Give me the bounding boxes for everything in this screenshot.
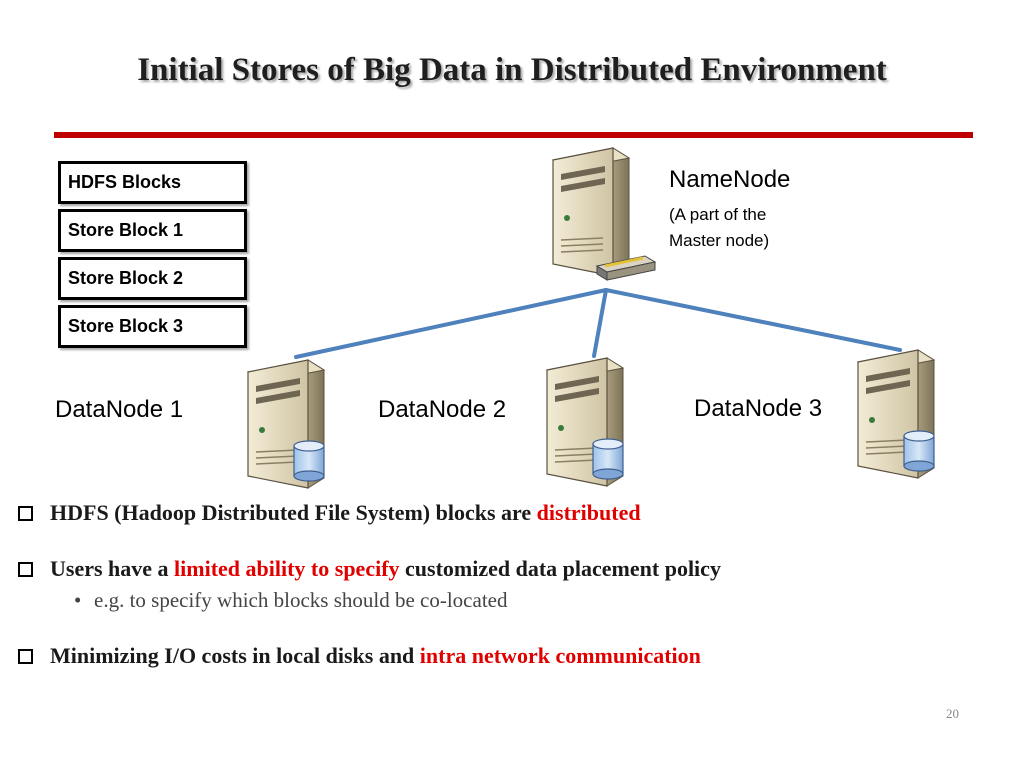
bullet-2-text: Users have a [50, 556, 175, 581]
datanode-2-label: DataNode 2 [378, 396, 507, 423]
checkbox-bullet-icon [18, 649, 33, 664]
link-datanode-1 [294, 288, 608, 359]
datanode-3-server-icon [857, 349, 935, 479]
title-divider [54, 132, 973, 138]
checkbox-bullet-icon [18, 562, 33, 577]
link-datanode-2 [592, 288, 608, 358]
store-block-2: Store Block 2 [58, 257, 247, 300]
block-header: HDFS Blocks [58, 161, 247, 204]
bullet-list: HDFS (Hadoop Distributed File System) bl… [14, 500, 1014, 669]
bullet-dot-icon: • [74, 588, 82, 612]
namenode-description-line-1: (A part of the [669, 205, 767, 224]
bullet-3-highlight: intra network communication [419, 643, 701, 668]
datanode-1-label: DataNode 1 [55, 396, 184, 423]
datanode-2-server-icon [546, 357, 624, 487]
store-block-1: Store Block 1 [58, 209, 247, 252]
bullet-3-text: Minimizing I/O costs in local disks and [50, 643, 420, 668]
bullet-1-highlight: distributed [536, 500, 641, 525]
slide-title: Initial Stores of Big Data in Distribute… [137, 52, 887, 88]
bullet-1-text: HDFS (Hadoop Distributed File System) bl… [50, 500, 537, 525]
network-diagram [247, 147, 935, 489]
bullet-1: HDFS (Hadoop Distributed File System) bl… [14, 500, 1014, 526]
bullet-3: Minimizing I/O costs in local disks and … [14, 643, 1014, 669]
datanode-3-label: DataNode 3 [694, 395, 823, 422]
bullet-2-text-end: customized data placement policy [399, 556, 721, 581]
store-block-3: Store Block 3 [58, 305, 247, 348]
bullet-2: Users have a limited ability to specify … [14, 556, 1014, 582]
page-number: 20 [946, 706, 959, 721]
bullet-2-highlight: limited ability to specify [174, 556, 400, 581]
hdfs-block-list: HDFS Blocks Store Block 1 Store Block 2 … [58, 161, 247, 353]
sub-bullet-1: • e.g. to specify which blocks should be… [14, 588, 1014, 613]
datanode-1-server-icon [247, 359, 325, 489]
namenode-description-line-2: Master node) [669, 231, 770, 250]
namenode-label: NameNode [669, 166, 791, 193]
namenode-description: (A part of the Master node) [669, 202, 819, 254]
sub-bullet-1-text: e.g. to specify which blocks should be c… [94, 588, 508, 612]
namenode-server-icon [552, 147, 657, 281]
link-datanode-3 [604, 288, 902, 352]
checkbox-bullet-icon [18, 506, 33, 521]
